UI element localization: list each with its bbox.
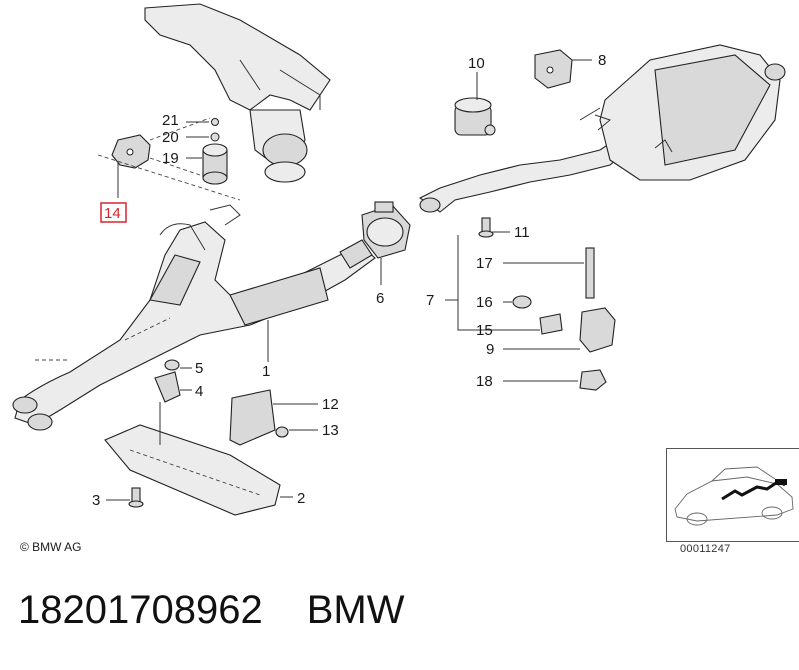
callout-14-highlight: [100, 202, 127, 223]
callout-2: 2: [297, 490, 305, 507]
callout-15: 15: [476, 322, 493, 339]
callout-9: 9: [486, 341, 494, 358]
copyright-text: © BMW AG: [20, 540, 82, 554]
callout-20: 20: [162, 129, 179, 146]
callout-3: 3: [92, 492, 100, 509]
heat-shield-12-13: [229, 389, 318, 446]
mount-19-20-21: [186, 118, 228, 185]
callout-17: 17: [476, 255, 493, 272]
callout-19: 19: [162, 150, 179, 167]
transmission-housing: [144, 3, 331, 183]
rear-silencer-assembly: [418, 44, 786, 213]
vehicle-locator-thumbnail: [666, 448, 799, 542]
callout-16: 16: [476, 294, 493, 311]
rear-mount-hardware: [445, 235, 616, 391]
callout-12: 12: [322, 396, 339, 413]
callout-21: 21: [162, 112, 179, 129]
callout-8: 8: [598, 52, 606, 69]
callout-13: 13: [322, 422, 339, 439]
mount-10: [454, 72, 496, 136]
front-pipe-catalytic-converter: [12, 204, 376, 431]
bracket-14: [97, 117, 241, 201]
callout-7: 7: [426, 292, 434, 309]
callout-6: 6: [376, 290, 384, 307]
callout-1: 1: [262, 363, 270, 380]
callout-4: 4: [195, 383, 203, 400]
callout-10: 10: [468, 55, 485, 72]
brand-name: BMW: [306, 588, 405, 632]
part-number: 18201708962: [18, 588, 263, 632]
heat-shield-hardware: [104, 359, 293, 516]
footer: 18201708962 BMW: [18, 588, 404, 633]
bolt-11: [478, 217, 510, 238]
callout-14: 14: [104, 205, 121, 222]
callout-5: 5: [195, 360, 203, 377]
callout-18: 18: [476, 373, 493, 390]
callout-11: 11: [514, 224, 530, 241]
car-outline-icon: [674, 466, 794, 526]
diagram-id: 00011247: [680, 543, 731, 555]
clamp-6: [361, 201, 411, 285]
bracket-8: [534, 49, 592, 89]
